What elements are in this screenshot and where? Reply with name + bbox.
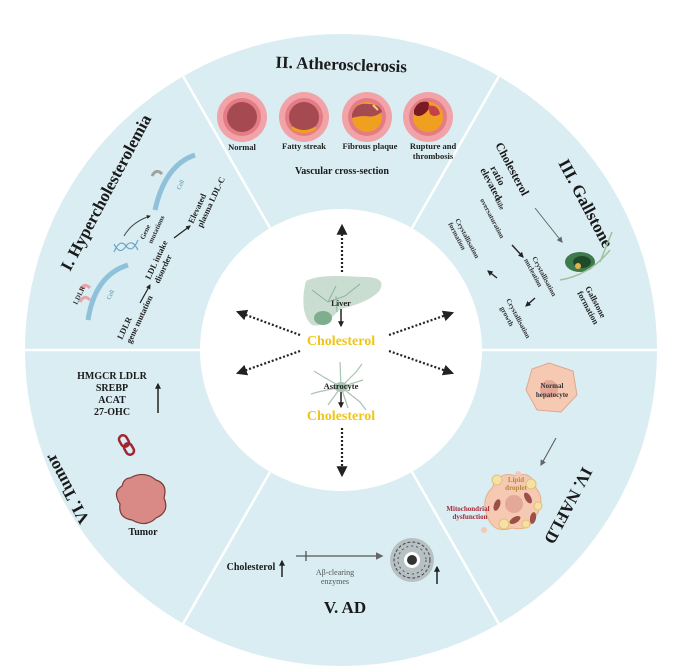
section-dividers (25, 75, 657, 625)
normal-hepatocyte-label-b: hepatocyte (536, 391, 568, 399)
section-title-atherosclerosis: II. Atherosclerosis (275, 53, 408, 77)
bile-to-nucleation-arrow (511, 244, 524, 258)
astrocyte-icon (310, 361, 367, 411)
section-atherosclerosis: II. Atherosclerosis Normal Fatt (217, 53, 456, 177)
stage-fatty-streak: Fatty streak (282, 141, 326, 151)
section-ad: V. AD Cholesterol Aβ-clearing enzymes (227, 538, 440, 617)
ldlr-receptor-icon (78, 283, 92, 291)
vessel-rupture-thrombosis (403, 92, 453, 142)
cholesterol-label-1: Cholesterol (307, 334, 375, 349)
gene-mutation-arrow (123, 215, 151, 237)
gene-line-3: ACAT (98, 395, 126, 406)
enzyme-label-b: enzymes (321, 577, 349, 586)
center-circle (200, 209, 482, 491)
gene-line-2: SREBP (96, 383, 128, 394)
mitochondrial-label-a: Mitochondrial (446, 505, 489, 513)
step-arrow-1 (139, 284, 151, 304)
ad-cholesterol-label: Cholesterol (227, 562, 276, 573)
arrow-to-nafld (388, 349, 455, 376)
stage-rupture-line1: Rupture and (410, 141, 457, 151)
ldlr-receptor-icon (78, 295, 92, 303)
vessel-fibrous-plaque (342, 92, 392, 142)
arrow-to-hypercholesterolemia (235, 309, 301, 337)
nucleation-to-growth-arrow (525, 297, 536, 307)
cell-membrane-1 (85, 262, 129, 321)
gene-line-1: HMGCR LDLR (77, 371, 148, 382)
ratio-to-gallstone-arrow (534, 207, 563, 243)
link-icon (117, 434, 136, 456)
hepatocyte-to-fatty-arrow (540, 437, 557, 467)
center-hub: Liver Cholesterol Astrocyte Cholesterol (235, 223, 455, 478)
arrow-to-tumor (235, 349, 301, 376)
dna-icon (113, 239, 139, 253)
enzyme-label-a: Aβ-clearing (316, 568, 354, 577)
liver-icon (303, 275, 382, 326)
stage-fibrous-plaque: Fibrous plaque (343, 141, 398, 151)
stage-rupture-line2: thrombosis (413, 151, 454, 161)
stage-normal: Normal (228, 142, 256, 152)
liver-label: Liver (331, 298, 351, 308)
gallbladder-icon (559, 231, 613, 281)
cell-label-2: Cell (176, 179, 186, 191)
section-title-ad: V. AD (324, 598, 366, 617)
lipid-droplet-label-a: Lipid (508, 476, 524, 484)
normal-hepatocyte-label-a: Normal (541, 382, 564, 390)
tumor-icon (115, 473, 167, 525)
arrow-to-gallstone (388, 310, 455, 337)
gene-line-4: 27-OHC (94, 407, 130, 418)
vessel-normal (217, 92, 267, 142)
tumor-label: Tumor (128, 527, 158, 538)
vascular-caption: Vascular cross-section (295, 166, 389, 177)
vessel-fatty-streak (279, 92, 329, 142)
growth-to-formation-arrow (487, 270, 498, 279)
dotted-arrows (235, 223, 455, 478)
cell-label-1: Cell (106, 289, 116, 301)
receptor-icon (150, 169, 164, 177)
amyloid-plaque-icon (390, 538, 434, 582)
lipid-droplet-label-b: droplet (505, 484, 527, 492)
mitochondrial-label-b: dysfunction (452, 513, 487, 521)
cholesterol-label-2: Cholesterol (307, 409, 375, 424)
astrocyte-label: Astrocyte (324, 381, 359, 391)
fatty-hepatocyte-icon (481, 471, 543, 533)
cell-membrane-2 (152, 152, 196, 211)
step-arrow-2 (173, 225, 191, 239)
